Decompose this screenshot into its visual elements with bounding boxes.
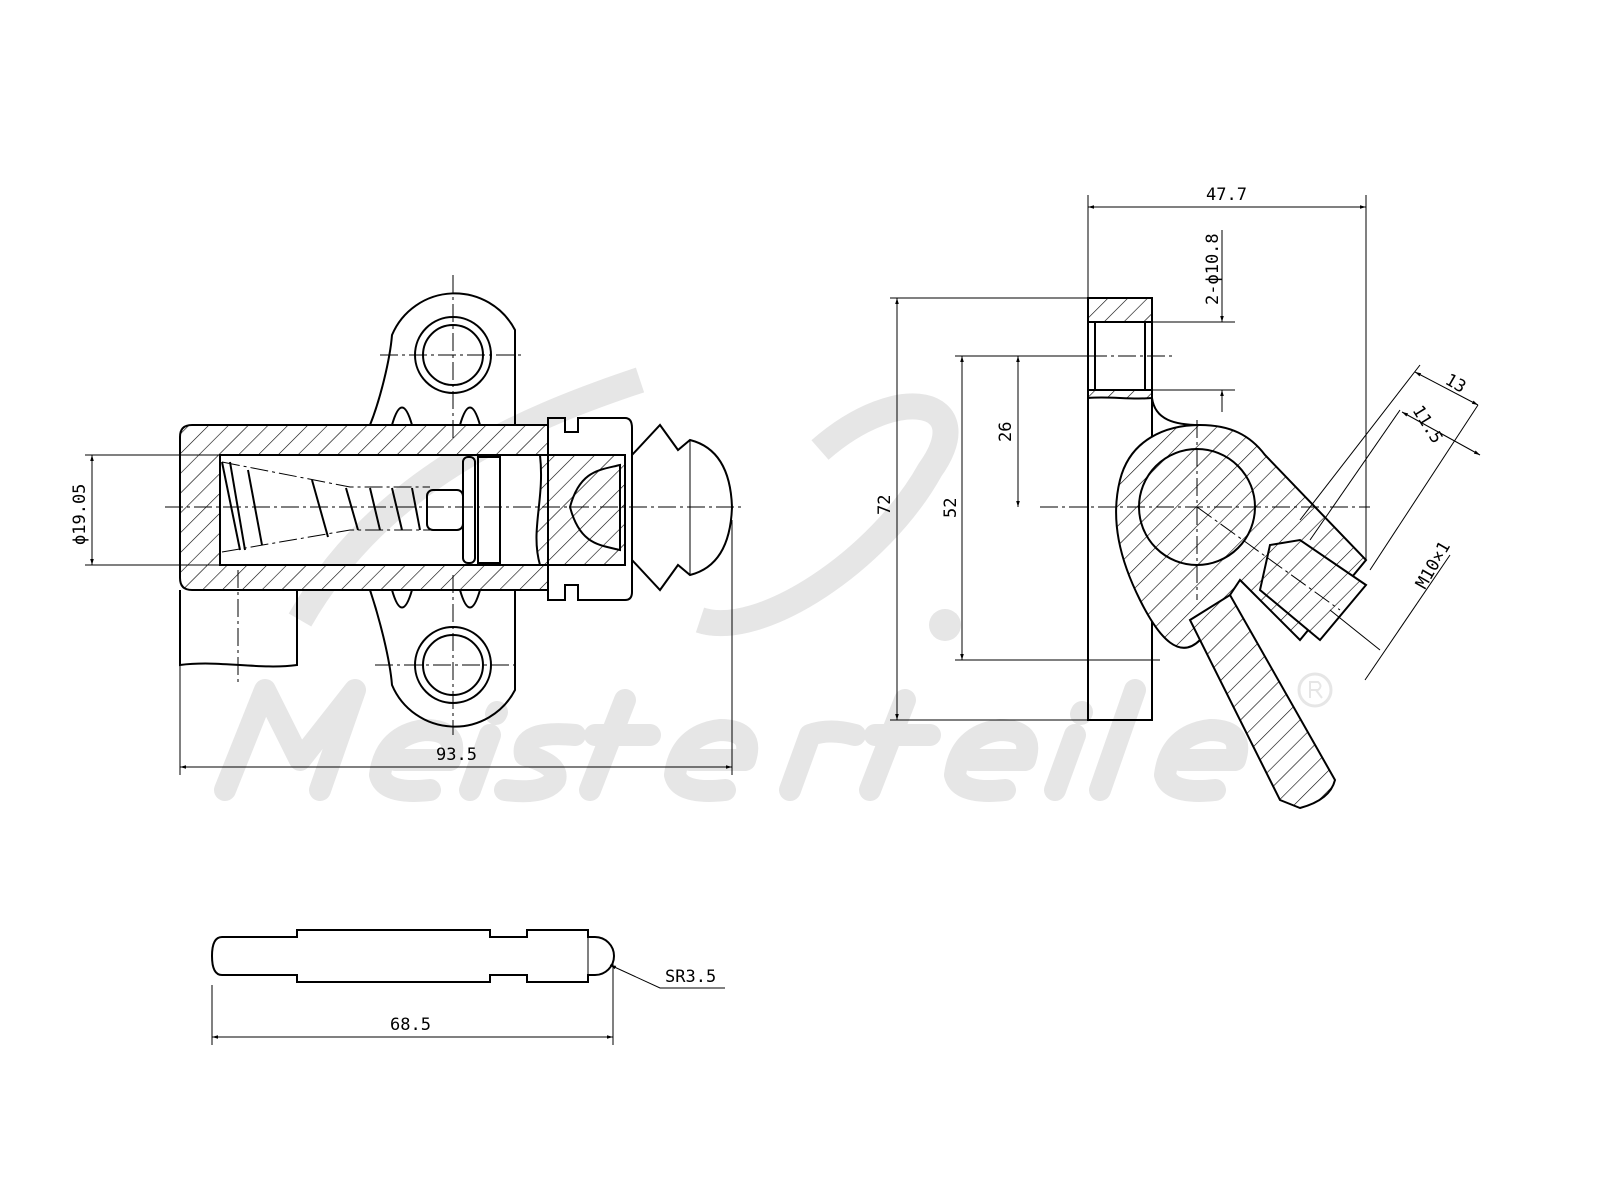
width-label: 47.7 — [1206, 185, 1247, 205]
height-26-label: 26 — [996, 422, 1016, 442]
upper-flange — [369, 292, 516, 426]
bleed-screw — [1188, 593, 1337, 810]
port-11-5-label: 11.5 — [1408, 402, 1447, 447]
dimension-length: 93.5 — [179, 520, 733, 775]
thread-label: M10×1 — [1412, 538, 1455, 592]
dimension-bore: ϕ19.05 — [70, 454, 220, 566]
height-52-label: 52 — [941, 498, 961, 518]
overall-length-label: 93.5 — [436, 745, 477, 765]
spring — [221, 461, 421, 551]
height-72-label: 72 — [875, 495, 895, 515]
holes-label: 2-ϕ10.8 — [1203, 233, 1223, 305]
fitting — [1258, 538, 1368, 642]
cylinder-body — [179, 424, 549, 591]
tip-radius-label: SR3.5 — [665, 967, 716, 987]
pushrod: 68.5 SR3.5 — [210, 929, 725, 1045]
bore-diameter-label: ϕ19.05 — [70, 484, 90, 545]
pushrod-length-label: 68.5 — [390, 1015, 431, 1035]
lower-flange — [369, 589, 516, 728]
cylinder-end-view: 47.7 2-ϕ10.8 72 52 26 13 11.5 M10×1 — [875, 185, 1481, 810]
cylinder-side-view: ϕ19.05 93.5 — [70, 275, 745, 775]
port-13-label: 13 — [1442, 370, 1470, 398]
